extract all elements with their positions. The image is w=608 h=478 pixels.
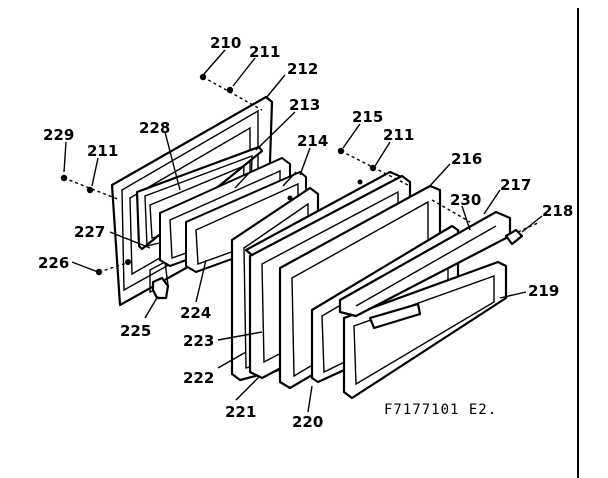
label-211-top: 211: [249, 43, 280, 61]
label-218: 218: [542, 202, 573, 220]
inner-glass-pack: [159, 156, 307, 274]
label-216: 216: [451, 150, 482, 168]
label-212: 212: [287, 60, 318, 78]
hinge-bracket: [151, 276, 170, 300]
label-220: 220: [292, 413, 323, 431]
label-210: 210: [210, 34, 241, 52]
label-225: 225: [120, 322, 151, 340]
label-229: 229: [43, 126, 74, 144]
label-217: 217: [500, 176, 531, 194]
label-215: 215: [352, 108, 383, 126]
diagram-code: F7177101 E2.: [384, 402, 497, 418]
label-226: 226: [38, 254, 69, 272]
label-211-left: 211: [87, 142, 118, 160]
label-214: 214: [297, 132, 328, 150]
label-219: 219: [528, 282, 559, 300]
label-221: 221: [225, 403, 256, 421]
label-227: 227: [74, 223, 105, 241]
leader-lines: [63, 49, 543, 413]
part-labels: 210 211 212 213 214 215 211 216 217 218 …: [38, 34, 573, 431]
label-222: 222: [183, 369, 214, 387]
label-230: 230: [450, 191, 481, 209]
label-211-mid: 211: [383, 126, 414, 144]
label-223: 223: [183, 332, 214, 350]
screw-218: [504, 228, 524, 246]
label-224: 224: [180, 304, 211, 322]
outer-door-frame: [342, 260, 508, 400]
label-213: 213: [289, 96, 320, 114]
label-228: 228: [139, 119, 170, 137]
